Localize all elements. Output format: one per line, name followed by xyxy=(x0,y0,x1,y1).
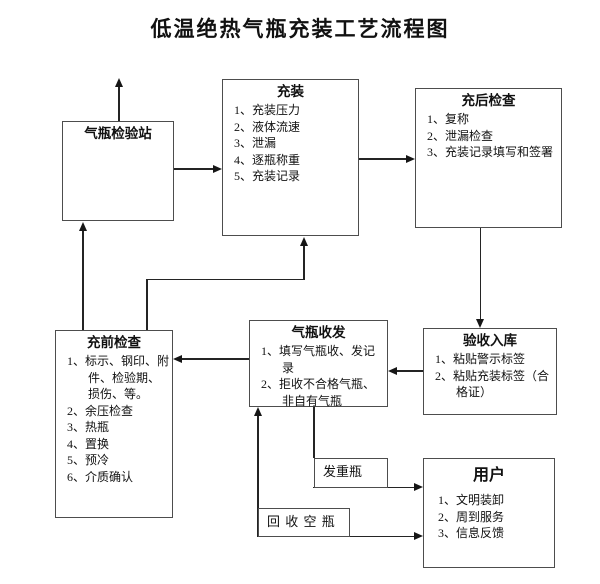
filling-title: 充装 xyxy=(277,84,304,99)
list-item: 2、泄漏检查 xyxy=(427,128,494,143)
arrow-up-from-inspection-station xyxy=(114,78,123,87)
arrow-recycle-to-receipt xyxy=(253,407,262,416)
list-item: 2、液体流速 xyxy=(234,119,301,134)
user-items: 1、文明装卸 2、周到服务 3、信息反馈 xyxy=(424,485,554,542)
arrow-precheck-to-inspection-station xyxy=(78,222,87,231)
list-item: 1、复称 xyxy=(427,112,470,126)
arrow-dispatch-to-user xyxy=(414,483,423,491)
list-item: 1、标示、钢印、附件、检验期、损伤、等。 xyxy=(67,354,170,401)
arrow-precheck-to-filling xyxy=(299,237,308,246)
post-check-items: 1、复称 2、泄漏检查 3、充装记录填写和签署 xyxy=(416,110,561,161)
list-item: 4、逐瓶称重 xyxy=(234,152,301,167)
line-filling-to-postcheck xyxy=(359,158,407,160)
dispatch-full-label-box: 发重瓶 xyxy=(314,458,388,488)
arrow-receipt-to-precheck xyxy=(173,354,182,363)
acceptance-storage-items: 1、粘贴警示标签 2、粘贴充装标签（合格证） xyxy=(424,350,556,401)
line-acceptance-to-receipt xyxy=(397,370,423,372)
list-item: 3、热瓶 xyxy=(67,420,110,434)
acceptance-storage-box: 验收入库 1、粘贴警示标签 2、粘贴充装标签（合格证） xyxy=(423,328,557,415)
user-box: 用户 1、文明装卸 2、周到服务 3、信息反馈 xyxy=(423,458,555,568)
filling-items: 1、充装压力 2、液体流速 3、泄漏 4、逐瓶称重 5、充装记录 xyxy=(223,101,358,185)
line-precheck-to-filling-h xyxy=(146,278,305,280)
cylinder-receipt-dispatch-items: 1、填写气瓶收、发记录 2、拒收不合格气瓶、非自有气瓶 xyxy=(250,342,387,409)
line-precheck-to-filling-v2 xyxy=(303,246,305,279)
list-item: 6、介质确认 xyxy=(67,469,134,484)
arrow-filling-to-postcheck xyxy=(406,154,415,163)
line-dispatch-vertical xyxy=(313,407,315,458)
user-title: 用户 xyxy=(472,467,505,484)
list-item: 3、泄漏 xyxy=(234,136,277,150)
pre-check-title: 充前检查 xyxy=(87,335,141,350)
arrow-inspection-station-to-filling xyxy=(213,164,222,173)
line-inspection-station-to-filling xyxy=(174,168,215,170)
arrow-acceptance-to-receipt xyxy=(388,366,397,375)
inspection-station-box: 气瓶检验站 xyxy=(62,121,174,221)
list-item: 5、预冷 xyxy=(67,453,110,467)
list-item: 5、充装记录 xyxy=(234,169,301,183)
line-postcheck-to-acceptance xyxy=(479,228,481,319)
list-item: 2、余压检查 xyxy=(67,403,134,418)
line-precheck-to-inspection-station xyxy=(82,231,84,330)
dispatch-full-label: 发重瓶 xyxy=(323,464,363,479)
cylinder-receipt-dispatch-box: 气瓶收发 1、填写气瓶收、发记录 2、拒收不合格气瓶、非自有气瓶 xyxy=(249,320,388,409)
filling-box: 充装 1、充装压力 2、液体流速 3、泄漏 4、逐瓶称重 5、充装记录 xyxy=(222,79,359,236)
line-precheck-to-filling-v1 xyxy=(146,280,148,330)
arrow-postcheck-to-acceptance xyxy=(475,319,484,328)
post-check-box: 充后检查 1、复称 2、泄漏检查 3、充装记录填写和签署 xyxy=(415,88,562,228)
list-item: 4、置换 xyxy=(67,436,110,451)
page-title: 低温绝热气瓶充装工艺流程图 xyxy=(150,17,450,41)
pre-check-box: 充前检查 1、标示、钢印、附件、检验期、损伤、等。 2、余压检查 3、热瓶 4、… xyxy=(55,330,173,518)
list-item: 2、粘贴充装标签（合格证） xyxy=(435,368,550,400)
line-inspection-station-up xyxy=(118,87,120,121)
line-receipt-to-precheck xyxy=(182,358,249,360)
list-item: 3、充装记录填写和签署 xyxy=(427,145,554,159)
arrow-recycle-to-user xyxy=(414,532,423,540)
line-recycle-vertical xyxy=(257,416,259,537)
inspection-station-title: 气瓶检验站 xyxy=(84,126,152,141)
list-item: 1、填写气瓶收、发记录 xyxy=(261,344,376,375)
list-item: 1、充装压力 xyxy=(234,103,301,117)
list-item: 1、粘贴警示标签 xyxy=(435,352,526,366)
acceptance-storage-title: 验收入库 xyxy=(463,333,517,348)
list-item: 2、周到服务 xyxy=(438,509,505,524)
list-item: 1、文明装卸 xyxy=(438,493,505,507)
list-item: 3、信息反馈 xyxy=(438,526,505,540)
recycle-empty-label-box: 回 收 空 瓶 xyxy=(258,508,350,537)
recycle-empty-label: 回 收 空 瓶 xyxy=(267,514,336,529)
cylinder-receipt-dispatch-title: 气瓶收发 xyxy=(291,325,346,340)
post-check-title: 充后检查 xyxy=(461,93,516,108)
pre-check-items: 1、标示、钢印、附件、检验期、损伤、等。 2、余压检查 3、热瓶 4、置换 5、… xyxy=(56,352,172,485)
list-item: 2、拒收不合格气瓶、非自有气瓶 xyxy=(261,377,376,408)
